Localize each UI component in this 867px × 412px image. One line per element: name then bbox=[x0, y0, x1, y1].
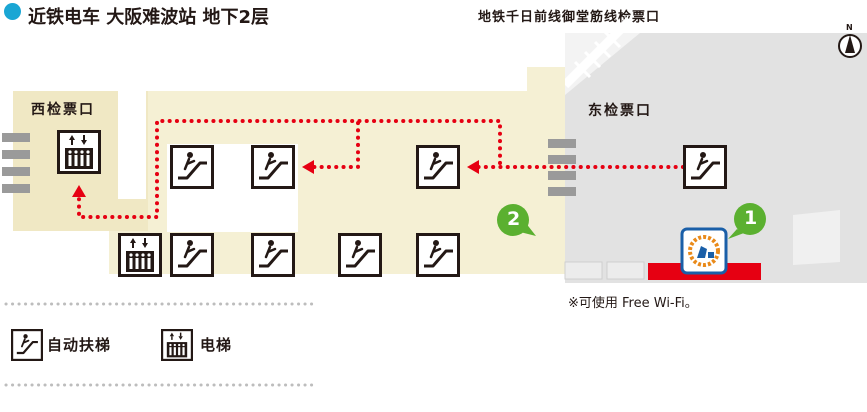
east-gate-label: 东检票口 bbox=[588, 103, 652, 119]
block-c bbox=[793, 210, 840, 265]
escalator-icon bbox=[251, 233, 295, 277]
rail-track-icon bbox=[561, 16, 634, 89]
route-arrows bbox=[72, 160, 479, 197]
east-gate-bars bbox=[548, 139, 576, 196]
wifi-note: ※可使用 Free Wi-Fi。 bbox=[568, 296, 698, 311]
escalator-icon bbox=[416, 145, 460, 189]
legend-elevator-label: 电梯 bbox=[200, 336, 233, 354]
compass-north-label: N bbox=[846, 23, 853, 32]
marker-2-number: 2 bbox=[507, 208, 521, 230]
subway-gate-label: 地铁千日前线御堂筋线检票口 bbox=[478, 10, 661, 25]
page-title: 近铁电车 大阪难波站 地下2层 bbox=[28, 7, 270, 28]
title-bullet-icon bbox=[4, 3, 21, 20]
subway-passage bbox=[565, 33, 640, 95]
marker-1 bbox=[728, 203, 766, 239]
free-wifi-icon bbox=[680, 227, 728, 275]
elevator-icon bbox=[118, 233, 162, 277]
block-a bbox=[564, 261, 603, 280]
compass-icon bbox=[838, 34, 862, 58]
escalator-icon bbox=[251, 145, 295, 189]
marker-1-number: 1 bbox=[744, 207, 758, 229]
escalator-icon bbox=[683, 145, 727, 189]
west-gate-bars bbox=[2, 133, 30, 193]
route-path bbox=[77, 119, 685, 219]
west-gate-label: 西检票口 bbox=[31, 102, 95, 118]
escalator-icon bbox=[170, 233, 214, 277]
legend-escalator-label: 自动扶梯 bbox=[47, 336, 112, 354]
escalator-icon bbox=[338, 233, 382, 277]
marker-2 bbox=[497, 204, 536, 236]
block-b bbox=[606, 261, 645, 280]
gap-west bbox=[118, 91, 146, 199]
escalator-icon bbox=[170, 145, 214, 189]
escalator-icon bbox=[11, 329, 43, 361]
escalator-icon bbox=[416, 233, 460, 277]
elevator-icon bbox=[161, 329, 193, 361]
elevator-icon bbox=[57, 130, 101, 174]
